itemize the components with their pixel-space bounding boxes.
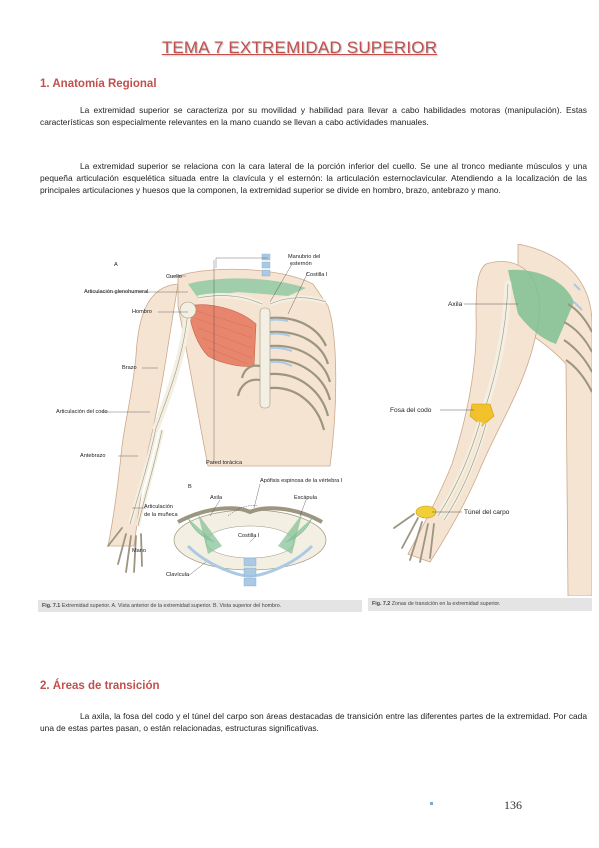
figure-7-2-caption-text: Zonas de transición en la extremidad sup… [391, 601, 501, 607]
label-art-muneca-1: Articulación [144, 504, 173, 510]
label-fosa-codo: Fosa del codo [390, 407, 432, 414]
section-2-paragraph-1: La axila, la fosa del codo y el túnel de… [40, 711, 587, 734]
figure-7-2: Axila Fosa del codo Túnel del carpo [368, 243, 593, 597]
label-tunel-carpo: Túnel del carpo [464, 509, 510, 516]
section-1-paragraph-2: La extremidad superior se relaciona con … [40, 161, 587, 196]
label-apofisis: Apófisis espinosa de la vértebra I [260, 478, 343, 484]
panel-b-superior-view: B Axila Apófisis espinosa de la vértebra… [166, 478, 343, 587]
label-clavicula: Clavícula [166, 572, 190, 578]
figure-7-1: A Cuello Articulación glenohumeral Hombr… [38, 246, 362, 600]
figure-7-1-caption-text: Extremidad superior. A. Vista anterior d… [61, 603, 282, 609]
anatomy-illustration-anterior: A Cuello Articulación glenohumeral Hombr… [56, 253, 343, 587]
page-number: 136 [504, 798, 522, 812]
figure-7-1-caption: Fig. 7.1 Extremidad superior. A. Vista a… [38, 600, 362, 612]
label-art-codo: Articulación del codo [56, 409, 108, 415]
decorative-dot [430, 802, 433, 805]
label-costilla-top: Costilla I [306, 272, 328, 278]
label-costilla-b: Costilla I [238, 533, 260, 539]
label-manubrio-1: Manubrio del [288, 254, 320, 260]
section-1-heading: 1. Anatomía Regional [40, 78, 157, 90]
label-mano: Mano [132, 548, 146, 554]
section-2-heading: 2. Áreas de transición [40, 680, 160, 692]
label-cuello: Cuello [166, 274, 182, 280]
label-pared-toracica: Pared torácica [206, 460, 243, 466]
label-escapula: Escápula [294, 495, 318, 501]
figure-7-2-caption: Fig. 7.2 Zonas de transición en la extre… [368, 598, 592, 611]
label-art-glenohumeral: Articulación glenohumeral [84, 289, 148, 295]
label-axila-b: Axila [210, 495, 223, 501]
label-b: B [188, 484, 192, 490]
anatomy-illustration-transition-zones: Axila Fosa del codo Túnel del carpo [390, 243, 593, 597]
label-brazo: Brazo [122, 365, 137, 371]
label-a: A [114, 262, 118, 268]
page-title: TEMA 7 EXTREMIDAD SUPERIOR [161, 38, 438, 57]
figure-7-2-caption-number: Fig. 7.2 [372, 601, 391, 607]
label-manubrio-2: esternón [290, 261, 312, 267]
label-art-muneca-2: de la muñeca [144, 512, 178, 518]
section-1-paragraph-1: La extremidad superior se caracteriza po… [40, 105, 587, 128]
label-axila: Axila [448, 301, 463, 308]
figure-7-1-caption-number: Fig. 7.1 [42, 603, 61, 609]
label-hombro: Hombro [132, 309, 152, 315]
label-antebrazo: Antebrazo [80, 453, 106, 459]
